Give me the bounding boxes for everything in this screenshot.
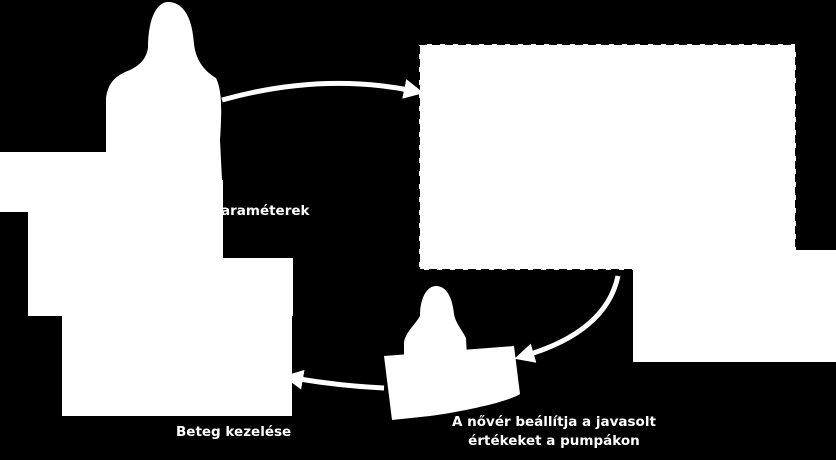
patient-treatment-label: Beteg kezelése [176, 424, 292, 440]
infusion-pump-icon [384, 346, 520, 420]
parameters-label: araméterek [221, 203, 310, 219]
nurse-label-line-1: A nővér beállítja a javasolt [452, 414, 656, 430]
arrow-to-panel [221, 79, 424, 103]
arrow-to-pump [514, 275, 621, 363]
person-silhouette-icon [106, 2, 222, 180]
arrow-to-treatment [283, 369, 385, 391]
person-silhouette-icon [404, 286, 467, 358]
nurse-label-line-2: értékeket a pumpákon [468, 433, 640, 449]
nurse-sets-pump-label: A nővér beállítja a javasolt értékeket a… [452, 413, 656, 451]
clinician-panel [0, 152, 293, 416]
output-panel [418, 43, 836, 362]
